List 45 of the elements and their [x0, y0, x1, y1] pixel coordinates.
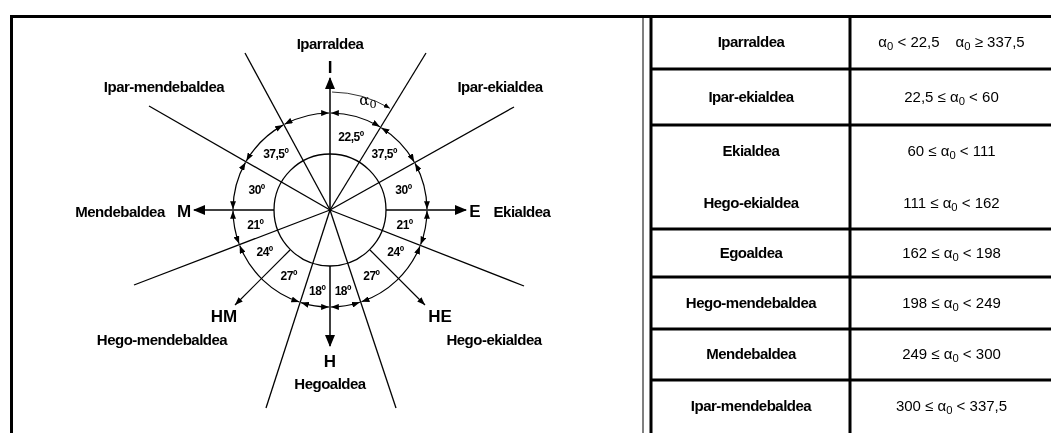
direction-name: Ekialdea	[722, 140, 780, 161]
angle-range: 162 ≤ α$_{0}$ < 198	[902, 242, 1001, 265]
angle-range: 111 ≤ α$_{0}$ < 162	[903, 192, 1000, 215]
angle-range: 60 ≤ α$_{0}$ < 111	[907, 140, 996, 163]
angle-label: 18º	[309, 285, 326, 297]
angle-label: 22,5º	[338, 130, 364, 143]
angle-label: 24º	[387, 246, 404, 259]
angle-label: 27º	[280, 270, 297, 283]
angle-range: α$_{0}$ < 22,5	[878, 31, 940, 54]
angle-symbol: α$_{0}$	[359, 92, 377, 108]
direction-letter: M	[176, 202, 192, 220]
angle-label: 30º	[248, 184, 265, 197]
angle-label: 27º	[363, 270, 380, 283]
direction-letter: I	[327, 58, 333, 76]
direction-name: Mendebaldea	[706, 344, 796, 365]
angle-label: 30º	[395, 184, 412, 197]
direction-name: Hego-mendebaldea	[685, 292, 817, 313]
direction-name: Egoaldea	[719, 242, 783, 263]
angle-label: 37,5º	[371, 147, 397, 160]
direction-letter: H	[323, 352, 337, 370]
angle-range: 22,5 ≤ α$_{0}$ < 60	[904, 86, 999, 109]
direction-name: Ekialdea	[493, 203, 551, 219]
angle-range: 198 ≤ α$_{0}$ < 249	[902, 292, 1001, 315]
direction-name: Ipar-mendebaldea	[103, 78, 225, 94]
direction-name: Mendebaldea	[75, 203, 165, 219]
direction-name: Ipar-ekialdea	[457, 78, 543, 94]
angle-range: 249 ≤ α$_{0}$ < 300	[902, 344, 1001, 366]
angle-range: α$_{0}$ ≥ 337,5	[955, 31, 1025, 54]
direction-name: Ipar-mendebaldea	[690, 396, 812, 417]
direction-letter: E	[469, 202, 481, 220]
angle-range: 300 ≤ α$_{0}$ < 337,5	[895, 396, 1008, 418]
angle-label: 37,5º	[263, 147, 289, 160]
direction-name: Hego-mendebaldea	[96, 331, 228, 347]
direction-name: Hegoaldea	[294, 375, 366, 391]
direction-letter: HM	[210, 307, 238, 325]
direction-name: Iparraldea	[296, 35, 364, 51]
direction-letter: HE	[428, 307, 452, 325]
direction-name: Ipar-ekialdea	[708, 86, 794, 107]
direction-name: Iparraldea	[717, 31, 785, 52]
direction-name: Hego-ekialdea	[446, 331, 542, 347]
angle-label: 21º	[396, 218, 413, 231]
angle-label: 18º	[334, 285, 351, 297]
angle-label: 21º	[247, 218, 264, 231]
direction-name: Hego-ekialdea	[703, 192, 799, 213]
angle-label: 24º	[256, 246, 273, 259]
